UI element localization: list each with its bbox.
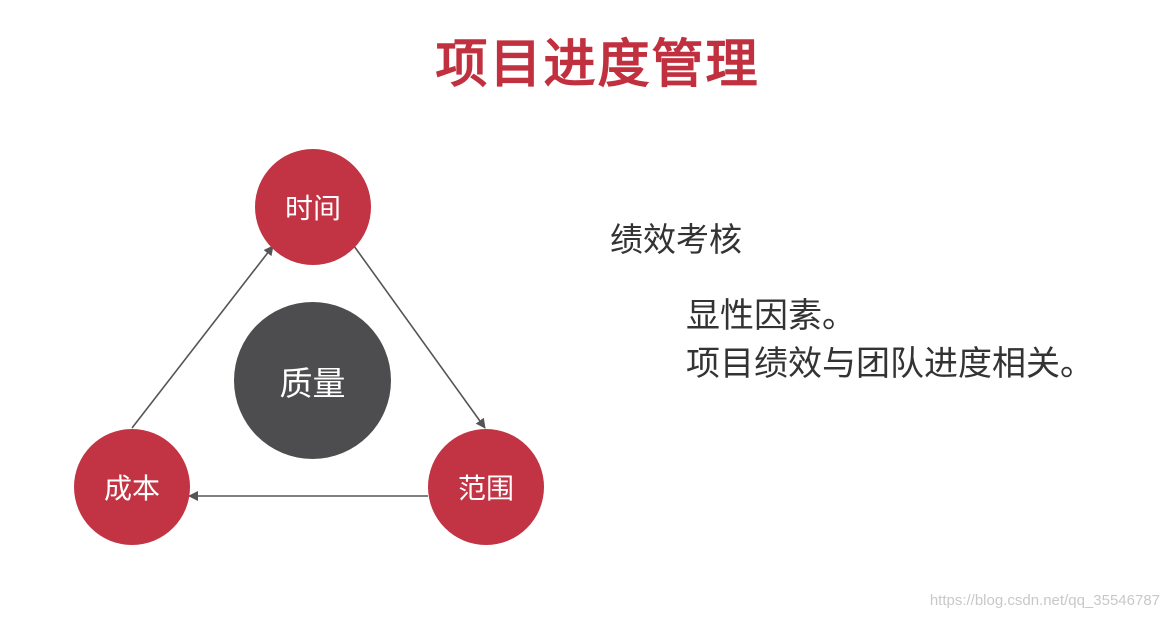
watermark: https://blog.csdn.net/qq_35546787	[929, 592, 1160, 609]
node-scope-label: 范围	[457, 472, 514, 505]
notes-heading: 绩效考核	[610, 220, 742, 259]
node-scope: 范围	[428, 429, 544, 545]
arrow-cost-to-time	[131, 245, 274, 429]
notes-lines: 显性因素。 项目绩效与团队进度相关。	[686, 292, 1094, 388]
node-time-label: 时间	[284, 192, 341, 225]
node-cost: 成本	[74, 429, 190, 545]
notes-line: 项目绩效与团队进度相关。	[686, 344, 1094, 384]
slide-title: 项目进度管理	[435, 35, 760, 95]
notes-line: 显性因素。	[686, 296, 856, 336]
node-cost-label: 成本	[103, 472, 160, 505]
arrow-time-to-scope	[353, 245, 486, 429]
node-time: 时间	[255, 149, 371, 265]
node-quality-label: 质量	[279, 363, 346, 403]
node-quality: 质量	[234, 302, 391, 459]
